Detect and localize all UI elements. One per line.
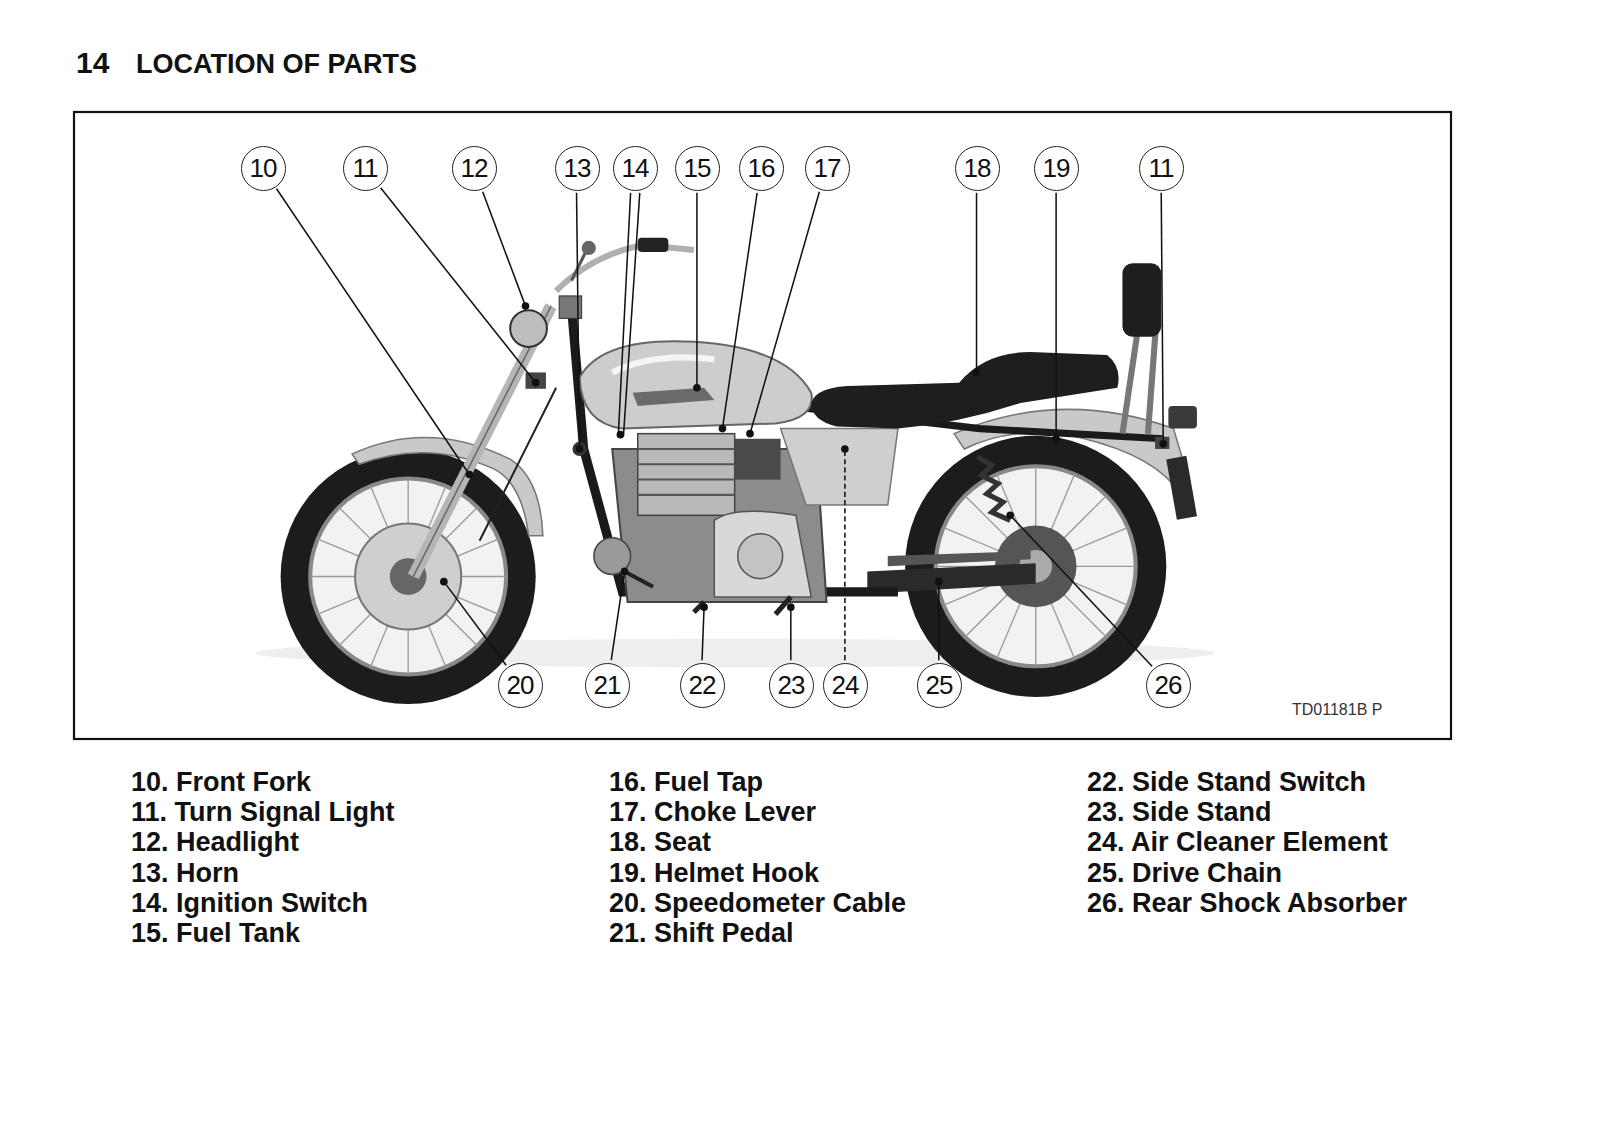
- callout-number: 14: [622, 155, 649, 181]
- part-name: 17. Choke Lever: [609, 797, 816, 828]
- callout-number: 26: [1155, 672, 1182, 698]
- callout-circle: 14: [613, 146, 658, 191]
- callout-circle: 18: [955, 146, 1000, 191]
- callout-circle: 23: [769, 663, 814, 708]
- callout-circle: 21: [585, 663, 630, 708]
- callout-number: 20: [507, 672, 534, 698]
- callout-number: 19: [1043, 155, 1070, 181]
- callout-number: 10: [250, 155, 277, 181]
- part-name: 15. Fuel Tank: [131, 918, 300, 949]
- callout-number: 13: [564, 155, 591, 181]
- callout-circle: 25: [917, 663, 962, 708]
- callout-circle: 17: [805, 146, 850, 191]
- front-wheel: [281, 449, 536, 704]
- callout-circle: 20: [498, 663, 543, 708]
- page-heading: LOCATION OF PARTS: [136, 49, 417, 80]
- callout-number: 18: [964, 155, 991, 181]
- callout-circle: 24: [823, 663, 868, 708]
- callout-number: 22: [689, 672, 716, 698]
- callout-number: 15: [684, 155, 711, 181]
- figure-code: TD01181B P: [1292, 701, 1382, 719]
- callout-circle: 22: [680, 663, 725, 708]
- part-name: 11. Turn Signal Light: [131, 797, 395, 828]
- callout-circle: 15: [675, 146, 720, 191]
- part-name: 14. Ignition Switch: [131, 888, 368, 919]
- callout-number: 25: [926, 672, 953, 698]
- part-name: 10. Front Fork: [131, 767, 311, 798]
- part-name: 26. Rear Shock Absorber: [1087, 888, 1407, 919]
- motorcycle-drawing: [255, 238, 1214, 704]
- part-name: 18. Seat: [609, 827, 711, 858]
- callout-circle: 13: [555, 146, 600, 191]
- part-name: 25. Drive Chain: [1087, 858, 1282, 889]
- callout-number: 23: [778, 672, 805, 698]
- callout-number: 24: [832, 672, 859, 698]
- callout-circle: 10: [241, 146, 286, 191]
- part-name: 13. Horn: [131, 858, 239, 889]
- callout-circle: 11: [343, 146, 388, 191]
- part-name: 19. Helmet Hook: [609, 858, 819, 889]
- callout-number: 11: [353, 155, 378, 181]
- part-name: 23. Side Stand: [1087, 797, 1272, 828]
- callout-circle: 19: [1034, 146, 1079, 191]
- page-number: 14: [76, 46, 109, 81]
- callout-number: 12: [461, 155, 488, 181]
- part-name: 22. Side Stand Switch: [1087, 767, 1366, 798]
- callout-number: 17: [814, 155, 841, 181]
- leader-lines: [277, 188, 1167, 667]
- part-name: 21. Shift Pedal: [609, 918, 794, 949]
- part-name: 16. Fuel Tap: [609, 767, 763, 798]
- callout-circle: 12: [452, 146, 497, 191]
- figure-frame: [74, 112, 1451, 739]
- callout-number: 21: [594, 672, 621, 698]
- callout-circle: 11: [1139, 146, 1184, 191]
- callout-circle: 26: [1146, 663, 1191, 708]
- part-name: 24. Air Cleaner Element: [1087, 827, 1388, 858]
- callout-circle: 16: [739, 146, 784, 191]
- callout-number: 11: [1149, 155, 1174, 181]
- callout-number: 16: [748, 155, 775, 181]
- part-name: 20. Speedometer Cable: [609, 888, 906, 919]
- part-name: 12. Headlight: [131, 827, 299, 858]
